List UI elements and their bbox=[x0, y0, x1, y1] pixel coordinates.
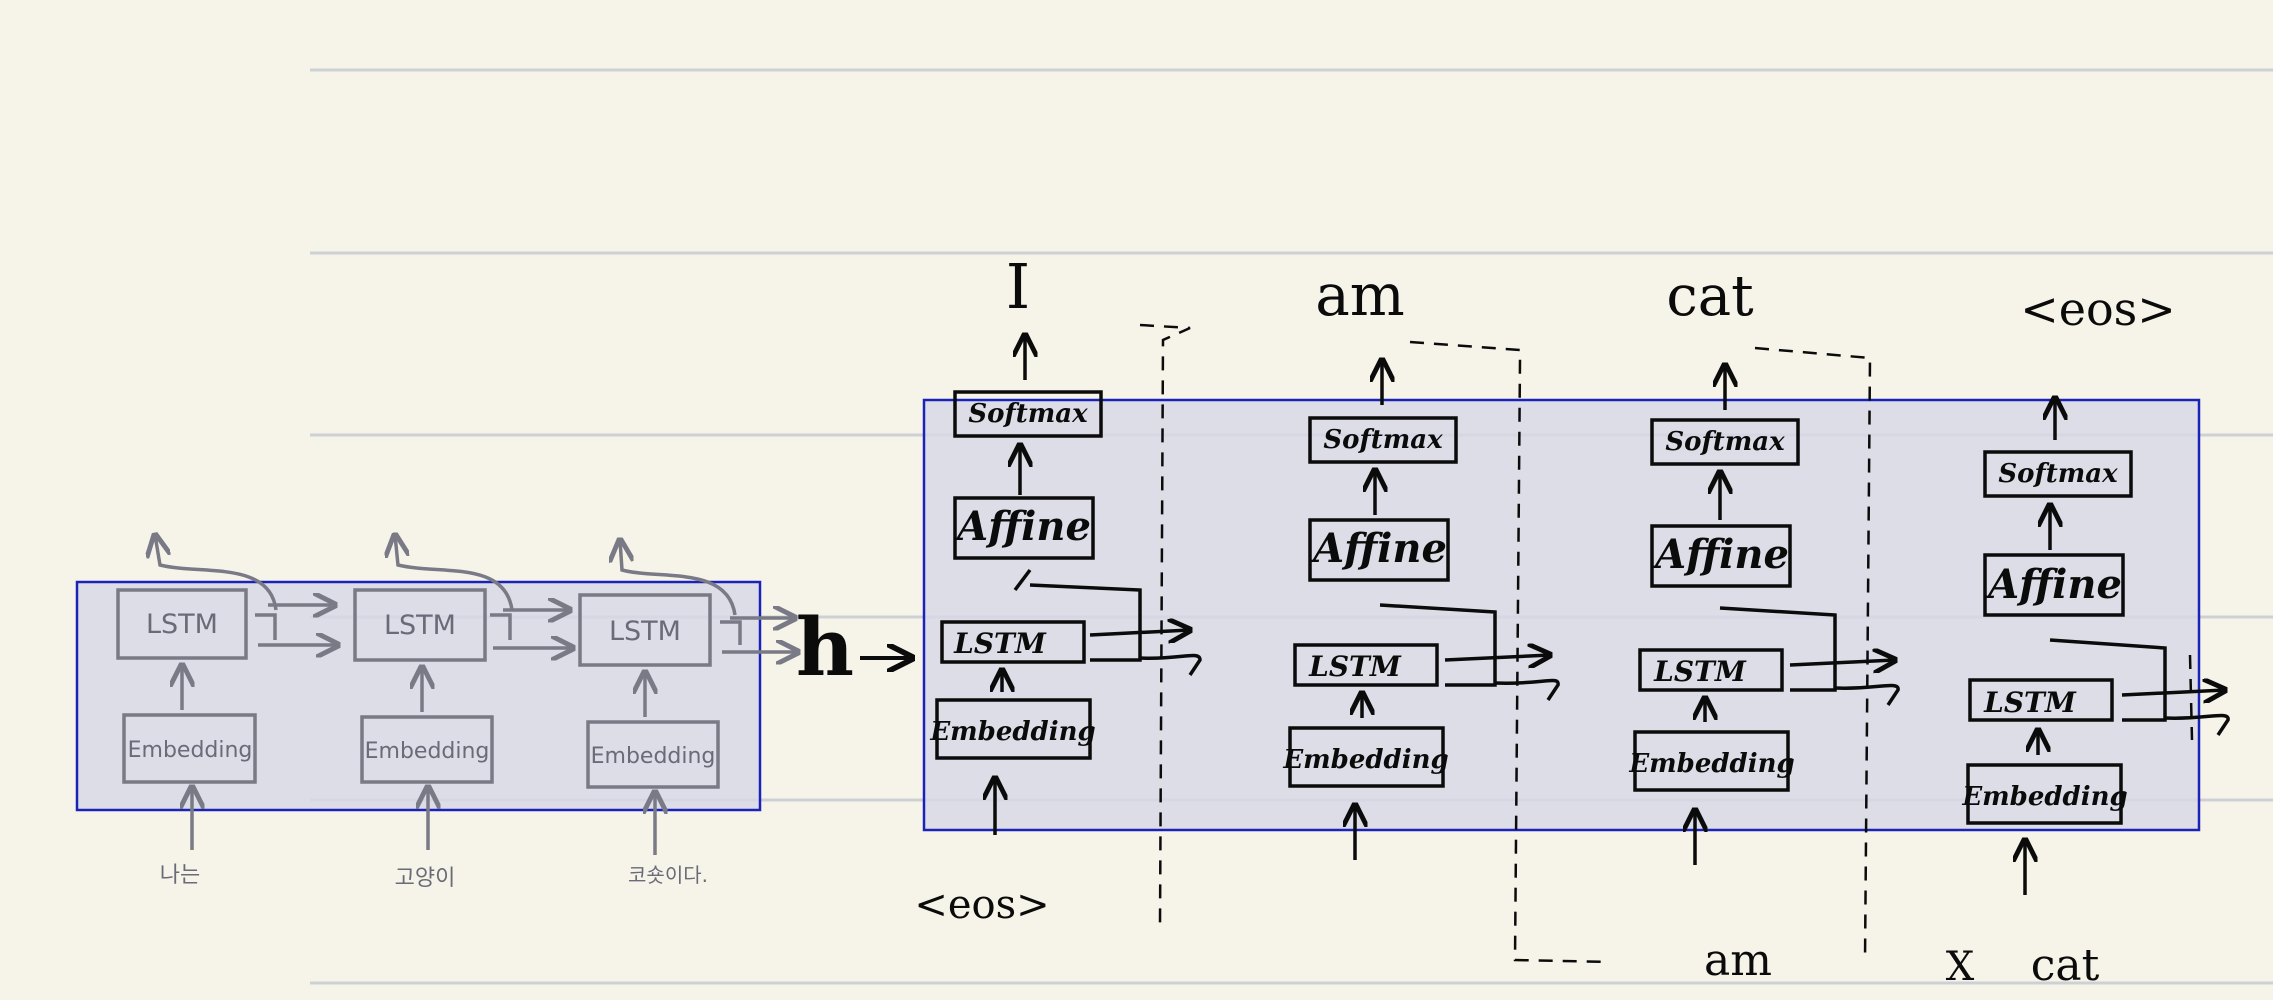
decoder-lstm-label-3: LSTM bbox=[1653, 655, 1747, 688]
decoder-lstm-label-2: LSTM bbox=[1308, 650, 1402, 683]
decoder-input-word-1: <eos> bbox=[914, 882, 1049, 928]
hidden-state-label: h bbox=[796, 600, 854, 694]
decoder-lstm-label-4: LSTM bbox=[1983, 686, 2077, 719]
decoder-output-word-4: <eos> bbox=[2020, 282, 2176, 336]
decoder-affine-label-4: Affine bbox=[1984, 561, 2122, 608]
encoder-labels: LSTM Embedding 나는 LSTM Embedding 고양이 LST… bbox=[128, 609, 716, 891]
crossed-out-mark: X bbox=[1946, 944, 1975, 990]
decoder-affine-label-2: Affine bbox=[1309, 525, 1447, 572]
decoder-lstm-label-1: LSTM bbox=[953, 627, 1047, 660]
decoder-labels: I Softmax Affine LSTM Embedding <eos> am… bbox=[914, 250, 2175, 991]
decoder-embedding-label-2: Embedding bbox=[1282, 745, 1448, 775]
encoder-embedding-label-3: Embedding bbox=[591, 744, 716, 769]
encoder-lstm-label-3: LSTM bbox=[609, 616, 681, 647]
decoder-input-word-3: cat bbox=[2031, 940, 2100, 991]
decoder-embedding-label-1: Embedding bbox=[929, 717, 1095, 747]
decoder-affine-label-3: Affine bbox=[1651, 531, 1789, 578]
encoder-lstm-label-2: LSTM bbox=[384, 610, 456, 641]
decoder-output-word-1: I bbox=[1006, 250, 1031, 323]
decoder-embedding-label-3: Embedding bbox=[1628, 749, 1794, 779]
encoder-embedding-label-1: Embedding bbox=[128, 738, 253, 763]
encoder-cells bbox=[116, 535, 798, 855]
decoder-softmax-label-1: Softmax bbox=[968, 399, 1088, 429]
decoder-output-word-2: am bbox=[1315, 261, 1405, 329]
encoder-input-word-1: 나는 bbox=[160, 863, 200, 888]
encoder-lstm-label-1: LSTM bbox=[146, 609, 218, 640]
decoder-softmax-label-4: Softmax bbox=[1998, 459, 2118, 489]
decoder-affine-label-1: Affine bbox=[953, 503, 1091, 550]
encoder-input-word-3: 코숏이다. bbox=[628, 863, 708, 887]
encoder-input-word-2: 고양이 bbox=[395, 866, 456, 891]
decoder-cells bbox=[935, 335, 2230, 895]
decoder-input-word-2: am bbox=[1704, 935, 1772, 986]
decoder-embedding-label-4: Embedding bbox=[1961, 782, 2127, 812]
decoder-softmax-label-3: Softmax bbox=[1665, 427, 1785, 457]
decoder-softmax-label-2: Softmax bbox=[1323, 425, 1443, 455]
encoder-embedding-label-2: Embedding bbox=[365, 739, 490, 764]
decoder-output-word-3: cat bbox=[1666, 264, 1754, 329]
